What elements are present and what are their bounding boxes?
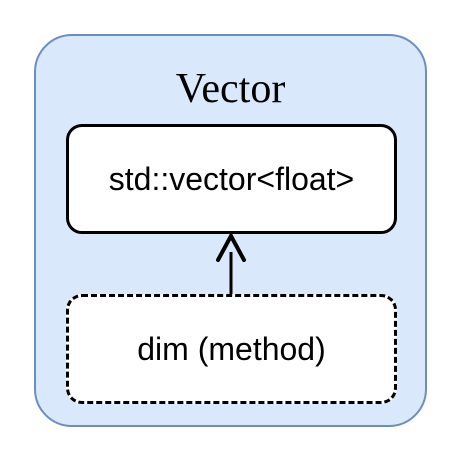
node-type: std::vector<float> xyxy=(66,124,397,234)
node-method-label: dim (method) xyxy=(137,330,326,367)
container-title: Vector xyxy=(175,66,286,112)
node-type-label: std::vector<float> xyxy=(108,160,355,197)
node-method: dim (method) xyxy=(66,294,397,404)
